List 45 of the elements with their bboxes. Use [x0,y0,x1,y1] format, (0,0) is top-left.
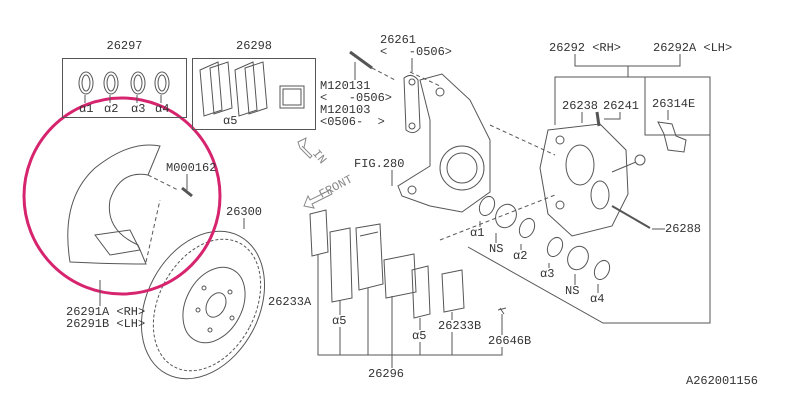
part-label: NS [489,243,504,255]
leader-line [574,274,576,286]
leader-line [652,228,666,230]
part-label: α2 [104,103,118,115]
part-label: α2 [513,250,528,262]
part-label: α1 [79,103,94,115]
leader-line [604,112,620,120]
part-label: α3 [540,268,554,280]
part-label: M120131 [320,80,372,92]
part-label: α5 [223,115,238,127]
part-label: 26233A [268,296,312,308]
leader-line [548,262,550,268]
part-label: 26233B [438,320,482,332]
part-label: < -0506> [380,46,452,58]
part-label: <0506- > [320,116,385,128]
part-label: < -0506> [320,92,392,104]
direction-label: IN [308,146,330,168]
part-number: 26297 [106,38,142,55]
part-number: 26298 [236,38,272,55]
leader-line [628,54,680,78]
part-label: FIG.280 [354,158,404,170]
leader-line [84,94,86,104]
part-label: 26300 [226,206,262,218]
part-label: NS [565,285,580,297]
part-label: α1 [470,227,484,239]
leader-line [160,94,162,104]
part-label: 26292 <RH> [549,42,622,54]
part-label: 26241 [603,100,640,112]
part-label: 26314E [652,98,696,110]
part-label: 26288 [665,223,702,235]
part-label: 26261 [380,34,418,46]
leader-line [354,62,356,80]
part-label: 26296 [368,368,404,380]
part-label: 26292A <LH> [653,42,732,54]
part-label: α5 [332,315,346,327]
leader-line [186,174,188,190]
part-label: 26238 [562,100,598,112]
drawing-number: A262001156 [686,373,758,390]
part-label: M120103 [320,104,372,116]
leader-line [136,94,138,104]
leader-line [520,244,522,250]
part-label: α4 [590,293,604,305]
part-label: α3 [131,103,146,115]
part-label: 26646B [488,335,532,347]
part-label: α5 [412,330,426,342]
